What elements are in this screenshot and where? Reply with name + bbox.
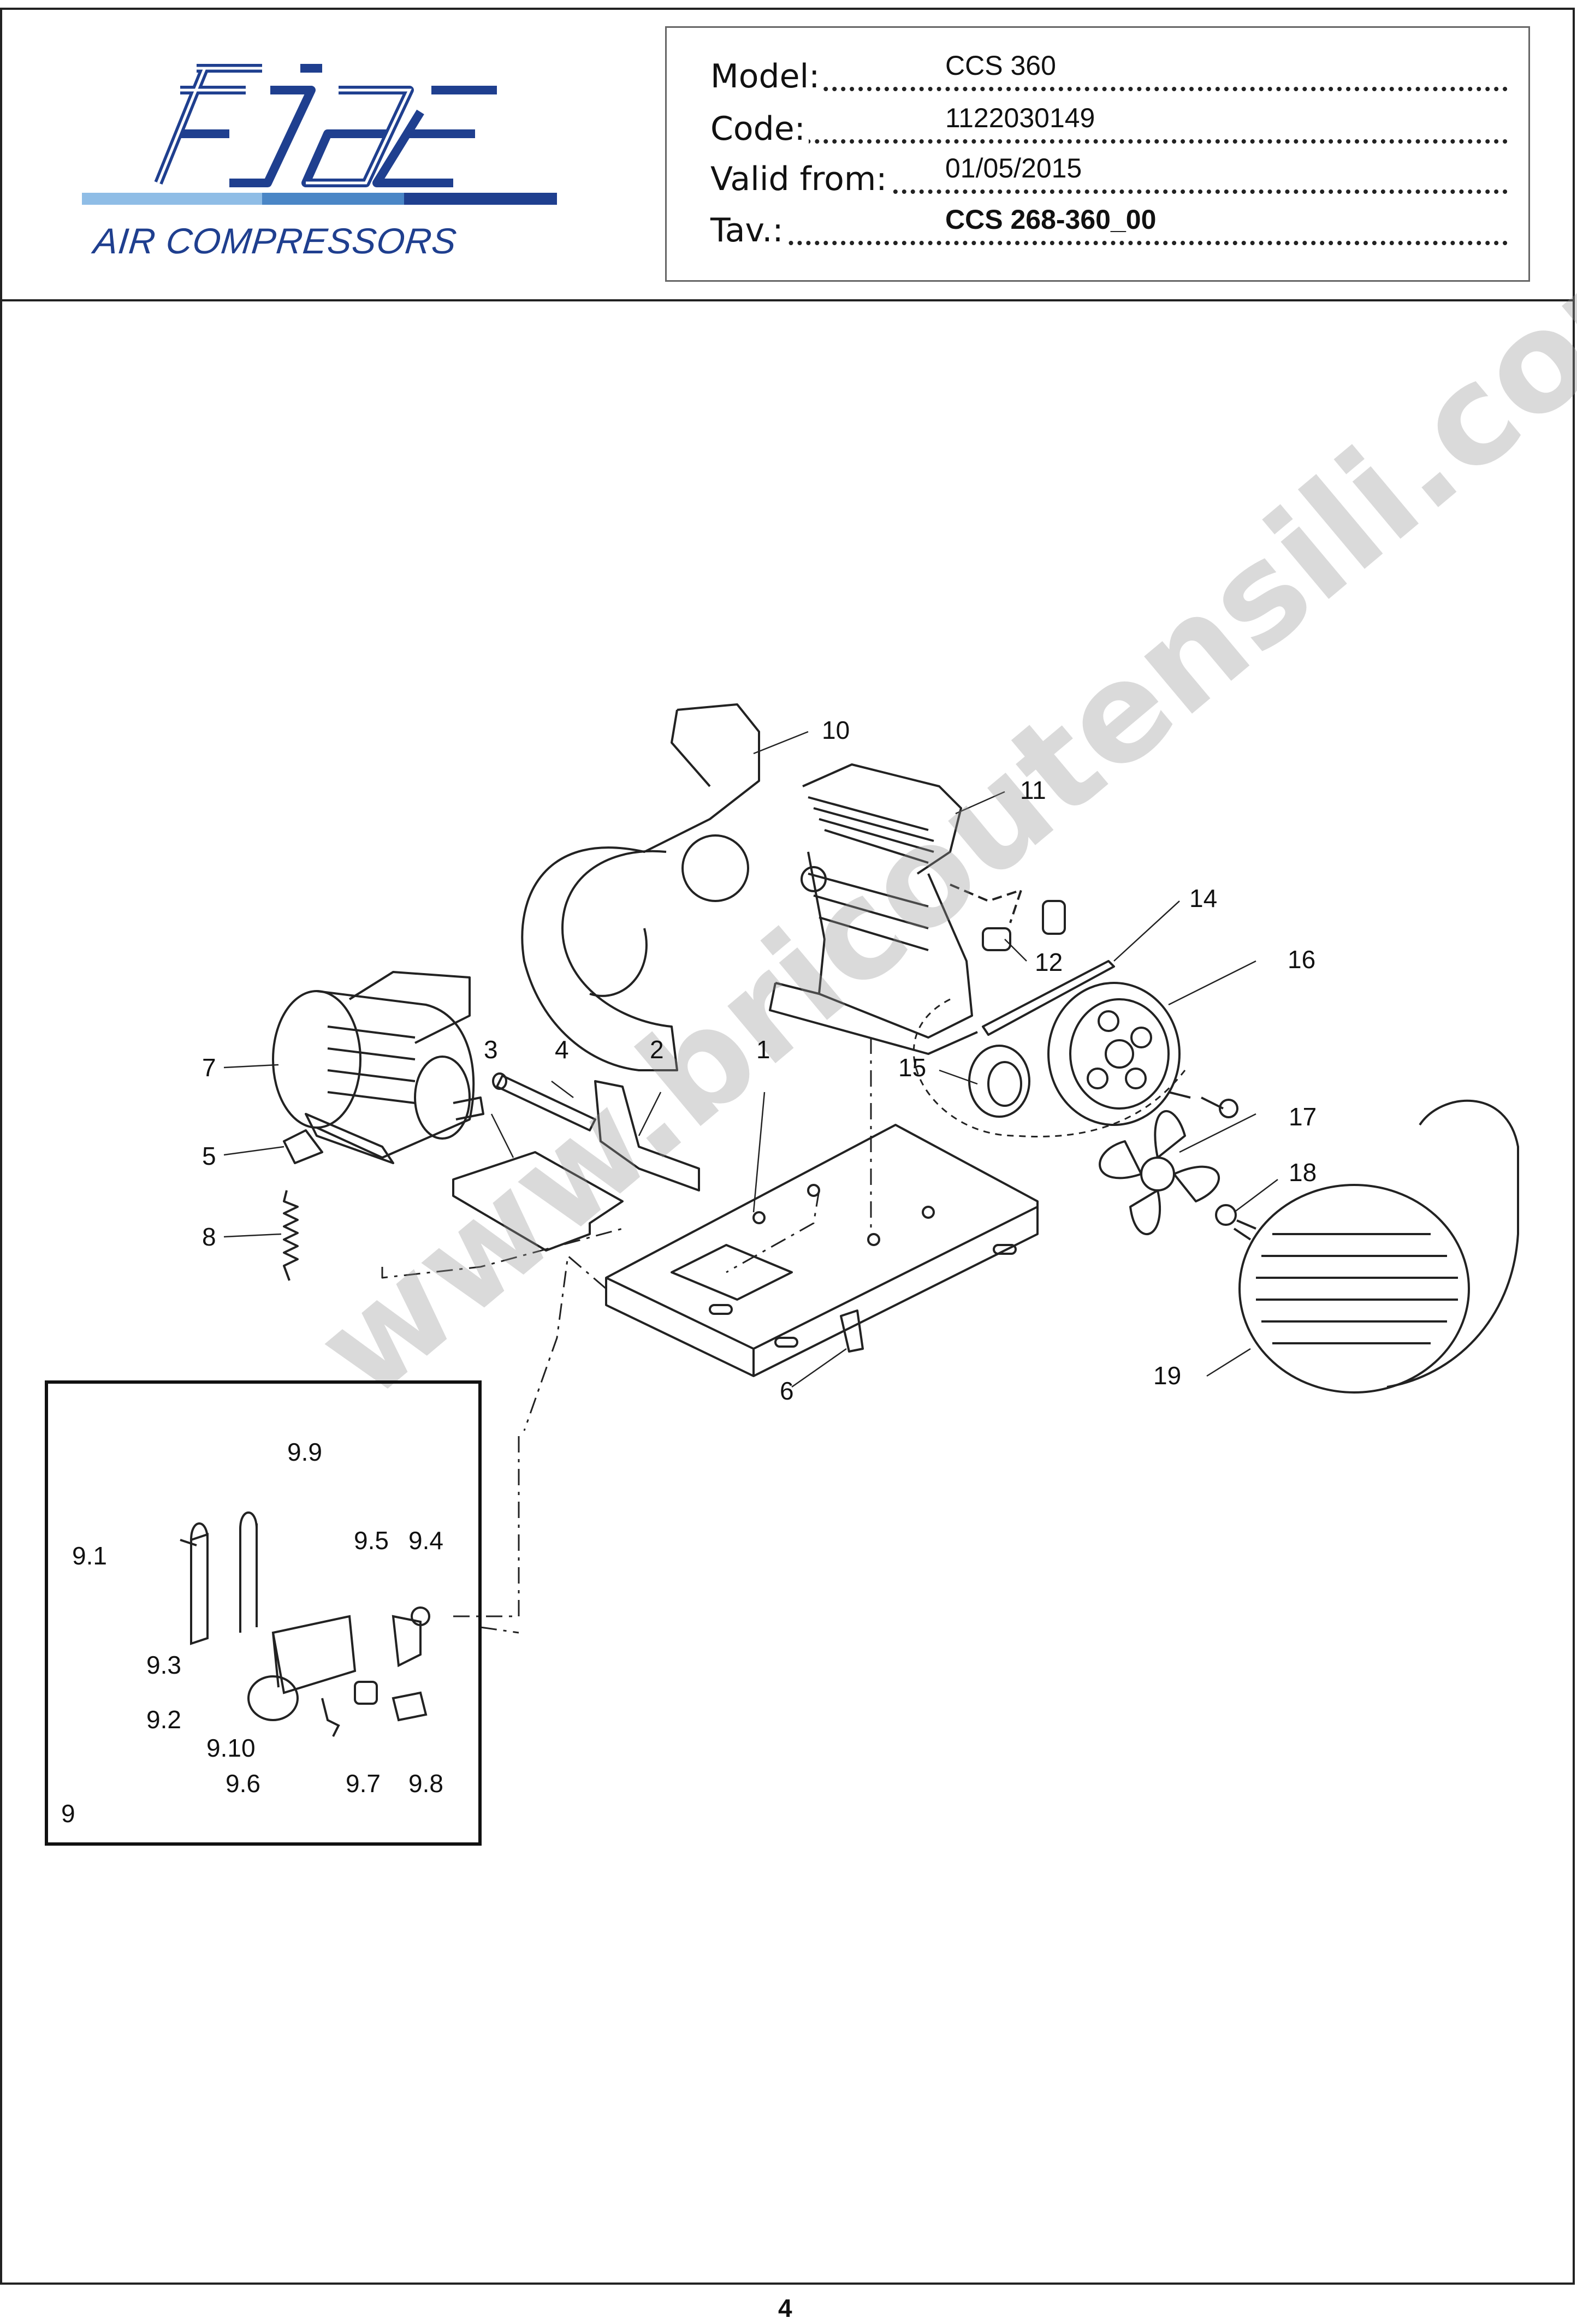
info-label-model: Model: (710, 57, 823, 96)
callout-9-4: 9.4 (408, 1526, 443, 1555)
page-number: 4 (778, 2294, 792, 2322)
callout-9-5: 9.5 (354, 1526, 389, 1555)
callout-9-6: 9.6 (226, 1769, 260, 1798)
base-bracket-part (840, 1309, 864, 1353)
info-label-valid-from: Valid from: (710, 160, 891, 198)
callout-9-8: 9.8 (408, 1769, 443, 1798)
info-box: Model: CCS 360 Code: 1122030149 Valid fr… (665, 26, 1530, 282)
cooling-fan-part (1099, 1110, 1220, 1236)
callout-2: 2 (650, 1035, 664, 1064)
callout-9-2: 9.2 (146, 1705, 181, 1734)
fan-screws-part (1215, 1204, 1256, 1241)
callout-14: 14 (1189, 884, 1218, 912)
callout-4: 4 (555, 1035, 569, 1064)
fiac-wordmark-graphic (82, 64, 557, 205)
callout-9-10: 9.10 (206, 1734, 256, 1762)
callout-17: 17 (1289, 1102, 1317, 1131)
dotted-line (710, 87, 1508, 91)
info-row-model: Model: CCS 360 (710, 50, 1508, 96)
belt-guard-rear-part (521, 703, 760, 1071)
fiac-logo: AIR COMPRESSORS (82, 57, 562, 265)
dotted-line (710, 139, 1508, 144)
hinge-rod-part (492, 1072, 596, 1131)
parts-drawing (180, 703, 1519, 1737)
info-row-tav: Tav.: CCS 268-360_00 (710, 204, 1508, 250)
fittings-part (950, 884, 1066, 951)
dotted-line (710, 189, 1508, 194)
callout-11: 11 (1020, 776, 1046, 804)
info-row-valid-from: Valid from: 01/05/2015 (710, 153, 1508, 198)
hinge-bracket-part (594, 1080, 700, 1191)
info-value-model: CCS 360 (945, 50, 1056, 81)
info-value-tav: CCS 268-360_00 (945, 204, 1157, 235)
callout-9-1: 9.1 (72, 1542, 107, 1570)
callout-9-3: 9.3 (146, 1651, 181, 1679)
pressure-switch-kit-drawing (180, 1511, 430, 1737)
electric-motor-part (272, 971, 484, 1164)
info-row-code: Code: 1122030149 (710, 103, 1508, 148)
callout-8: 8 (202, 1223, 216, 1251)
header-divider (2, 299, 1575, 301)
callout-12: 12 (1035, 948, 1063, 976)
callout-18: 18 (1289, 1158, 1317, 1187)
pulley-part (1047, 982, 1238, 1126)
info-label-tav: Tav.: (710, 211, 787, 250)
callout-9-9: 9.9 (287, 1438, 322, 1466)
callout-9-7: 9.7 (346, 1769, 381, 1798)
compressor-pump-part (769, 763, 978, 1055)
callout-7: 7 (202, 1053, 216, 1082)
exploded-parts-diagram: www.bricoutensili.com 10 11 12 14 16 15 … (0, 182, 1577, 1988)
motor-bracket-part (283, 1129, 323, 1164)
inset-label-9: 9 (61, 1799, 75, 1828)
callout-3: 3 (484, 1035, 498, 1064)
callout-5: 5 (202, 1142, 216, 1170)
callout-6: 6 (780, 1377, 794, 1405)
info-label-code: Code: (710, 110, 809, 148)
callout-19: 19 (1153, 1361, 1182, 1390)
logo-tagline: AIR COMPRESSORS (92, 221, 459, 261)
belt-part (982, 960, 1115, 1036)
info-value-code: 1122030149 (945, 103, 1095, 133)
tension-spring-part (283, 1190, 299, 1281)
callout-10: 10 (822, 716, 850, 744)
drawing-sheet-frame (0, 8, 1575, 2285)
callout-15: 15 (898, 1053, 927, 1082)
base-frame-part (605, 1124, 1039, 1377)
info-value-valid-from: 01/05/2015 (945, 153, 1082, 183)
callout-16: 16 (1288, 945, 1316, 974)
motor-plate-part (452, 1151, 624, 1252)
inset-pressure-switch-kit: 9.9 9.1 9.5 9.4 9.3 9.2 9.10 9.6 9.7 9.8… (45, 1380, 482, 1846)
callout-1: 1 (756, 1035, 770, 1064)
assembly-centerlines (381, 1038, 872, 1634)
leader-lines (223, 731, 1278, 1388)
belt-guard-front-part (1238, 1099, 1519, 1394)
dotted-line (710, 241, 1508, 245)
